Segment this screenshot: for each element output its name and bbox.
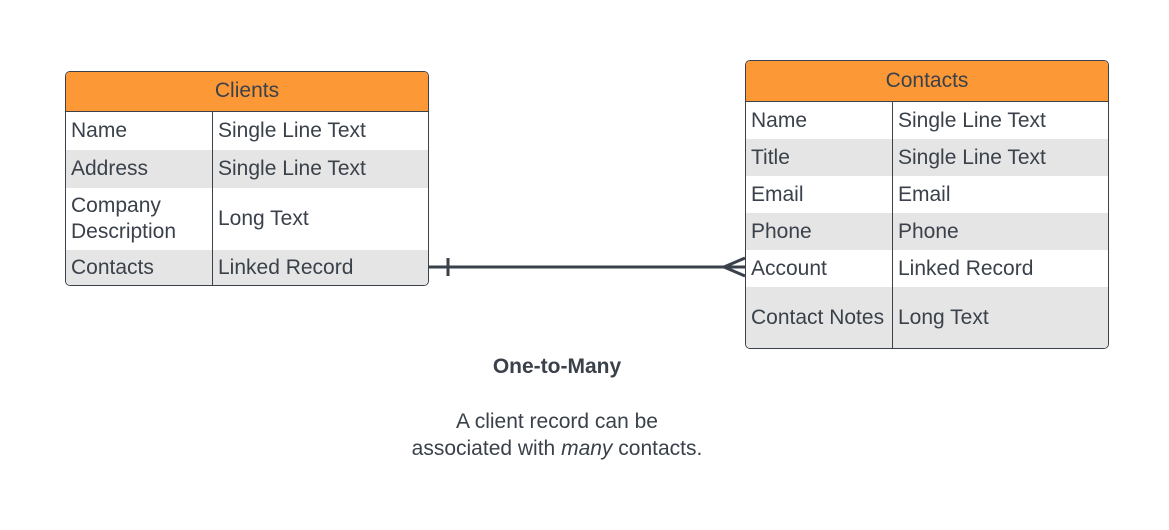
field-name: Email — [746, 176, 893, 213]
table-row: Contact Notes Long Text — [746, 287, 1108, 348]
clients-header: Clients — [66, 72, 428, 112]
field-type: Phone — [898, 219, 959, 243]
field-name: Name — [746, 102, 893, 139]
contacts-entity[interactable]: Contacts Name Single Line Text Title Sin… — [745, 60, 1109, 349]
crowfoot-upper — [723, 256, 746, 269]
description-emphasis: many — [561, 437, 613, 460]
table-row: Name Single Line Text — [746, 102, 1108, 139]
field-name: Address — [66, 150, 213, 188]
field-name: Name — [66, 112, 213, 150]
field-type: Single Line Text — [898, 108, 1046, 132]
field-type: Single Line Text — [218, 157, 366, 180]
table-row: Title Single Line Text — [746, 139, 1108, 176]
description-text-end: contacts. — [612, 437, 703, 460]
field-type: Long Text — [898, 305, 989, 329]
field-name: Title — [746, 139, 893, 176]
relationship-description: A client record can be associated with m… — [407, 408, 707, 462]
field-name: Company Description — [66, 188, 213, 250]
field-type: Linked Record — [898, 256, 1034, 280]
table-row: Account Linked Record — [746, 250, 1108, 287]
field-type: Long Text — [218, 207, 309, 230]
relationship-title: One-to-Many — [492, 355, 622, 378]
description-text: A client record can be associated with — [411, 410, 658, 460]
field-name: Contacts — [66, 250, 213, 285]
field-name: Account — [746, 250, 893, 287]
table-row: Contacts Linked Record — [66, 250, 428, 285]
field-type: Email — [898, 182, 951, 206]
clients-entity[interactable]: Clients Name Single Line Text Address Si… — [65, 71, 429, 286]
field-type: Single Line Text — [898, 145, 1046, 169]
contacts-header: Contacts — [746, 61, 1108, 102]
field-name: Contact Notes — [746, 287, 893, 348]
table-row: Name Single Line Text — [66, 112, 428, 150]
field-type: Single Line Text — [218, 119, 366, 142]
table-row: Company Description Long Text — [66, 188, 428, 250]
field-name: Phone — [746, 213, 893, 250]
field-type: Linked Record — [218, 256, 354, 279]
table-row: Phone Phone — [746, 213, 1108, 250]
table-row: Address Single Line Text — [66, 150, 428, 188]
crowfoot-lower — [723, 265, 746, 278]
table-row: Email Email — [746, 176, 1108, 213]
